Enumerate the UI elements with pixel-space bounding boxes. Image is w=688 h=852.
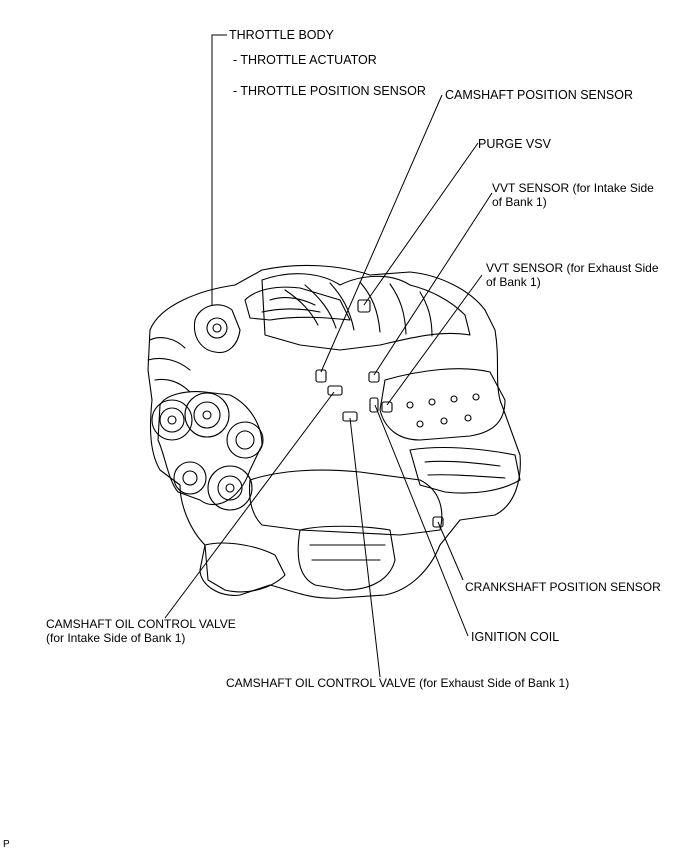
- hoses-left: [147, 337, 191, 393]
- leader-vvt-intake: [373, 192, 493, 376]
- pulley-1: [151, 399, 193, 441]
- intake-manifold: [261, 273, 471, 351]
- leader-ocv-intake: [164, 391, 335, 619]
- label-crankshaft-position-sensor: CRANKSHAFT POSITION SENSOR: [465, 580, 661, 594]
- leader-ignition-coil: [374, 404, 469, 637]
- label-throttle-body: THROTTLE BODY: [229, 28, 334, 42]
- vvt-exhaust-body: [381, 401, 393, 413]
- label-ocv-intake: CAMSHAFT OIL CONTROL VALVE (for Intake S…: [46, 617, 236, 645]
- label-vvt-sensor-exhaust: VVT SENSOR (for Exhaust Side of Bank 1): [486, 261, 659, 289]
- leader-ocv-exhaust: [349, 417, 381, 678]
- leader-purge-vsv: [363, 142, 479, 306]
- vvt-intake-body: [368, 371, 380, 383]
- leader-vvt-exhaust: [386, 274, 483, 406]
- bell-housing: [204, 542, 286, 593]
- camshaft-position-sensor-body: [315, 369, 327, 383]
- ocv-intake-body: [327, 385, 343, 396]
- oil-pan: [297, 525, 396, 591]
- pulley-3: [226, 421, 264, 459]
- pulley-4: [173, 461, 207, 495]
- engine-block: [248, 469, 443, 536]
- exhaust-manifold: [409, 446, 521, 494]
- label-camshaft-position-sensor: CAMSHAFT POSITION SENSOR: [445, 88, 633, 102]
- label-throttle-actuator: - THROTTLE ACTUATOR: [233, 53, 377, 67]
- crankshaft-sensor-body: [432, 516, 444, 528]
- valve-cover: [379, 368, 506, 441]
- drive-belt: [157, 391, 263, 506]
- leader-camshaft-position-sensor: [320, 94, 443, 373]
- label-purge-vsv: PURGE VSV: [478, 137, 551, 151]
- pulley-5: [207, 465, 253, 511]
- label-ignition-coil: IGNITION COIL: [471, 630, 560, 644]
- leader-throttle-body: [211, 34, 227, 305]
- manifold-runners: [284, 281, 433, 337]
- throttle-body-shape: [193, 304, 241, 354]
- purge-vsv-body: [357, 299, 371, 313]
- label-throttle-position-sensor: - THROTTLE POSITION SENSOR: [233, 84, 426, 98]
- corner-mark: P: [3, 839, 10, 850]
- ignition-coil-body: [369, 397, 379, 413]
- air-duct: [244, 286, 351, 321]
- engine-outline: [147, 264, 521, 599]
- leader-crankshaft-position-sensor: [437, 521, 464, 581]
- label-vvt-sensor-intake: VVT SENSOR (for Intake Side of Bank 1): [492, 181, 654, 209]
- label-ocv-exhaust: CAMSHAFT OIL CONTROL VALVE (for Exhaust …: [226, 676, 570, 690]
- pulley-2: [184, 392, 230, 438]
